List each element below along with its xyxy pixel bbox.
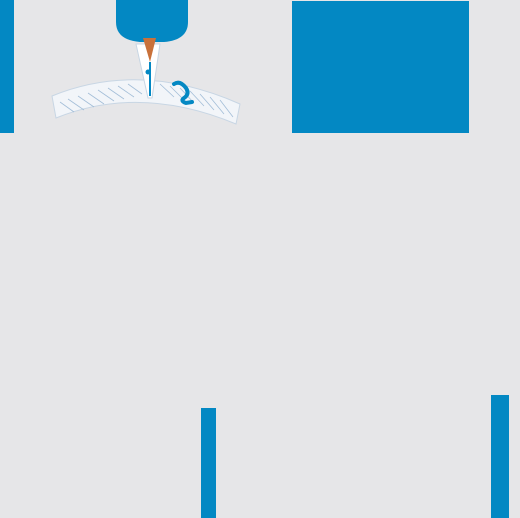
bottom-right-strip: [491, 395, 509, 518]
needle-tip-icon: [143, 38, 156, 62]
top-right-panel: [292, 1, 469, 133]
bottom-middle-strip: [201, 408, 216, 518]
left-edge-strip: [0, 0, 14, 133]
dispensing-nozzle-icon: [51, 0, 241, 125]
nozzle-body-icon: [116, 0, 188, 42]
droplet-icon: [145, 69, 151, 75]
bead-icon: [172, 80, 194, 106]
